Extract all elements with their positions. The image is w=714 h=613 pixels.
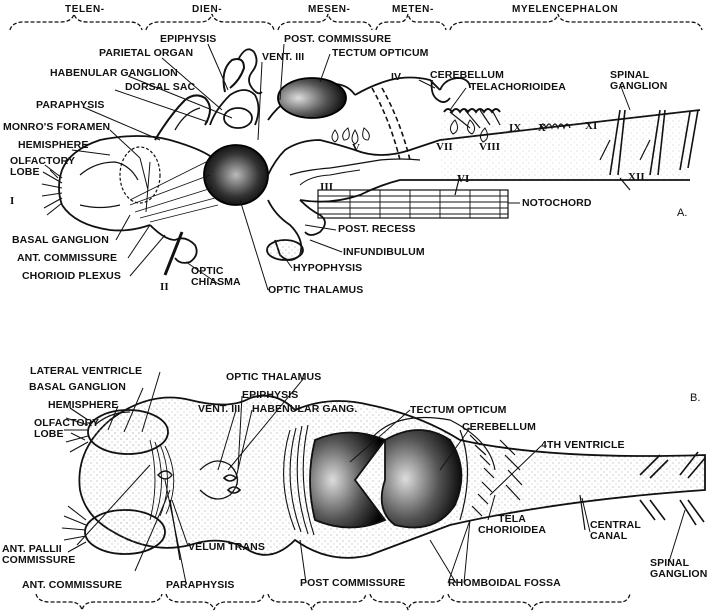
label-nerve-1: I <box>10 196 14 207</box>
label-epiphysis-b: EPIPHYSIS <box>242 390 298 401</box>
label-cerebellum-a: CEREBELLUM <box>430 70 504 81</box>
label-tela-chorioidea: TELA CHORIOIDEA <box>478 514 546 536</box>
region-mesencephalon: MESEN- <box>308 4 351 15</box>
label-nerve-4: IV <box>391 72 401 83</box>
label-telachorioidea: TELACHORIOIDEA <box>470 82 566 93</box>
label-rhomboidal-fossa: RHOMBOIDAL FOSSA <box>448 578 561 589</box>
label-chorioid-plexus: CHORIOID PLEXUS <box>22 271 121 282</box>
label-epiphysis-a: EPIPHYSIS <box>160 34 216 45</box>
label-optic-chiasma: OPTIC CHIASMA <box>191 266 241 288</box>
label-parietal-organ: PARIETAL ORGAN <box>99 48 193 59</box>
label-velum-trans: VELUM TRANS <box>188 542 265 553</box>
label-cerebellum-b: CEREBELLUM <box>462 422 536 433</box>
label-ant-pallii-commissure: ANT. PALLII COMMISSURE <box>2 544 75 566</box>
label-habenular-ganglion: HABENULAR GANGLION <box>50 68 178 79</box>
label-post-recess: POST. RECESS <box>338 224 416 235</box>
label-olfactory-lobe-b: OLFACTORY LOBE <box>34 418 99 440</box>
label-notochord: NOTOCHORD <box>522 198 592 209</box>
label-nerve-2: II <box>160 282 169 293</box>
label-ant-commissure-b: ANT. COMMISSURE <box>22 580 122 591</box>
label-spinal-ganglion-b: SPINAL GANGLION <box>650 558 707 580</box>
label-nerve-11: XI <box>585 121 597 132</box>
panel-a-id: A. <box>677 208 688 219</box>
panel-b-id: B. <box>690 393 701 404</box>
region-diencephalon: DIEN- <box>192 4 222 15</box>
label-4th-ventricle: 4TH VENTRICLE <box>541 440 625 451</box>
label-paraphysis-a: PARAPHYSIS <box>36 100 105 111</box>
region-myelencephalon: MYELENCEPHALON <box>512 4 618 15</box>
label-hypophysis: HYPOPHYSIS <box>293 263 362 274</box>
label-vent3-b: VENT. III <box>198 404 240 415</box>
region-telencephalon: TELEN- <box>65 4 105 15</box>
label-lateral-ventricle: LATERAL VENTRICLE <box>30 366 142 377</box>
label-basal-ganglion-b: BASAL GANGLION <box>29 382 126 393</box>
label-olfactory-lobe-a: OLFACTORY LOBE <box>10 156 75 178</box>
region-braces-bottom <box>36 594 630 610</box>
label-nerve-12: XII <box>628 172 645 183</box>
label-vent3-a: VENT. III <box>262 52 304 63</box>
label-central-canal: CENTRAL CANAL <box>590 520 641 542</box>
label-nerve-10: X <box>538 123 546 134</box>
label-monros-foramen: MONRO'S FORAMEN <box>3 122 110 133</box>
label-basal-ganglion-a: BASAL GANGLION <box>12 235 109 246</box>
label-paraphysis-b: PARAPHYSIS <box>166 580 235 591</box>
label-optic-thalamus-b: OPTIC THALAMUS <box>226 372 321 383</box>
label-hemisphere-b: HEMISPHERE <box>48 400 118 411</box>
label-nerve-7: VII <box>436 142 453 153</box>
label-nerve-8: VIII <box>479 142 500 153</box>
medulla-stipple <box>440 112 690 180</box>
label-nerve-6: VI <box>457 174 469 185</box>
label-nerve-3: III <box>320 182 333 193</box>
region-braces-top <box>10 14 702 30</box>
label-post-commissure-b: POST COMMISSURE <box>300 578 405 589</box>
label-tectum-opticum-b: TECTUM OPTICUM <box>410 405 506 416</box>
label-nerve-5: V <box>352 143 360 154</box>
label-habenular-gang: HABENULAR GANG. <box>252 404 357 415</box>
label-dorsal-sac: DORSAL SAC <box>125 82 195 93</box>
label-tectum-opticum-a: TECTUM OPTICUM <box>332 48 428 59</box>
label-post-commissure-a: POST. COMMISSURE <box>284 34 391 45</box>
region-metencephalon: METEN- <box>392 4 434 15</box>
label-optic-thalamus-a: OPTIC THALAMUS <box>268 285 363 296</box>
label-hemisphere-a: HEMISPHERE <box>18 140 88 151</box>
label-spinal-ganglion-a: SPINAL GANGLION <box>610 70 667 92</box>
label-ant-commissure-a: ANT. COMMISSURE <box>17 253 117 264</box>
label-nerve-9: IX <box>509 123 521 134</box>
label-infundibulum: INFUNDIBULUM <box>343 247 425 258</box>
